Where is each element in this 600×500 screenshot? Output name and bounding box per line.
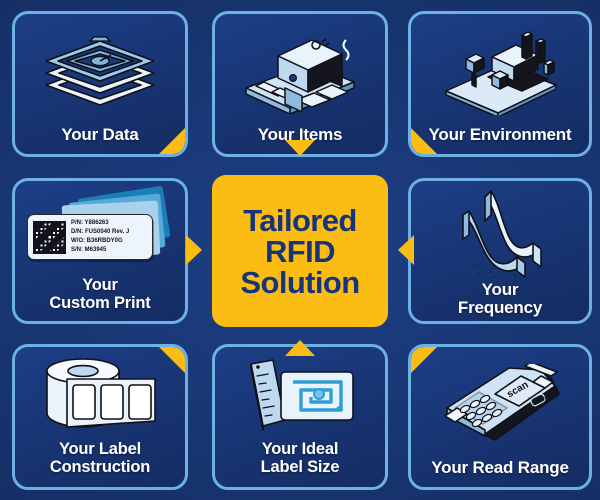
label-line-dn: D/N: FUS0040 Rev. J (71, 229, 130, 236)
handheld-rfid-scanner-icon: scan (411, 347, 589, 459)
card-label: Your Data (61, 124, 139, 144)
center-title: Tailored RFID Solution (240, 202, 360, 300)
grid-cell-bottom-left: Your Label Construction (0, 334, 200, 500)
grid-cell-center: Tailored RFID Solution (200, 168, 400, 334)
ruler-and-rfid-inlay-icon (215, 347, 385, 441)
industrial-factory-icon (411, 14, 589, 126)
grid-cell-middle-right: Your Frequency (400, 168, 600, 334)
rfid-antenna-layers-icon (15, 14, 185, 126)
connector-arrow-right-to-center (186, 235, 202, 265)
card-label: Your Environment (428, 124, 572, 144)
card-label: Your Items (257, 124, 343, 144)
label-text-lines: P/N: Y886263 D/N: FUS0040 Rev. J W/O: B3… (71, 219, 129, 255)
card-your-ideal-label-size[interactable]: Your Ideal Label Size (212, 344, 388, 490)
connector-arrow-up-to-center (285, 340, 315, 356)
card-your-read-range[interactable]: scan Your Read Range (408, 344, 592, 490)
datamatrix-barcode-icon (33, 220, 66, 254)
card-label: Your Frequency (457, 280, 543, 318)
label-roll-icon (15, 347, 185, 441)
radio-wave-icon (411, 181, 589, 281)
connector-arrow-left-to-center (398, 235, 414, 265)
card-label: Your Ideal Label Size (260, 440, 340, 477)
grid-cell-top-left: Your Data (0, 0, 200, 168)
grid-cell-middle-left: P/N: Y886263 D/N: FUS0040 Rev. J W/O: B3… (0, 168, 200, 334)
label-sheet-stack: P/N: Y886263 D/N: FUS0040 Rev. J W/O: B3… (25, 185, 175, 268)
grid-cell-bottom-right: scan Your Read Range (400, 334, 600, 500)
label-line-wo: W/O: B36RBDY0G (71, 238, 123, 245)
printed-label-tag: P/N: Y886263 D/N: FUS0040 Rev. J W/O: B3… (27, 214, 153, 261)
grid-cell-bottom-center: Your Ideal Label Size (200, 334, 400, 500)
card-your-label-construction[interactable]: Your Label Construction (12, 344, 188, 490)
printed-label-tag-icon: P/N: Y886263 D/N: FUS0040 Rev. J W/O: B3… (15, 181, 185, 277)
card-your-items[interactable]: Your Items (212, 11, 388, 157)
connector-arrow-down-to-center (285, 140, 315, 156)
grid-cell-top-center: Your Items (200, 0, 400, 168)
boxes-on-conveyor-icon (215, 14, 385, 126)
card-your-custom-print[interactable]: P/N: Y886263 D/N: FUS0040 Rev. J W/O: B3… (12, 178, 188, 324)
center-card-tailored-rfid-solution[interactable]: Tailored RFID Solution (212, 175, 388, 327)
card-your-data[interactable]: Your Data (12, 11, 188, 157)
card-label: Your Read Range (431, 457, 569, 477)
card-label: Your Label Construction (49, 440, 151, 477)
card-label: Your Custom Print (49, 276, 151, 313)
card-your-frequency[interactable]: Your Frequency (408, 178, 592, 324)
card-your-environment[interactable]: Your Environment (408, 11, 592, 157)
grid-cell-top-right: Your Environment (400, 0, 600, 168)
label-line-pn: P/N: Y886263 (71, 220, 109, 227)
label-line-sn: S/N: M63945 (71, 247, 107, 254)
